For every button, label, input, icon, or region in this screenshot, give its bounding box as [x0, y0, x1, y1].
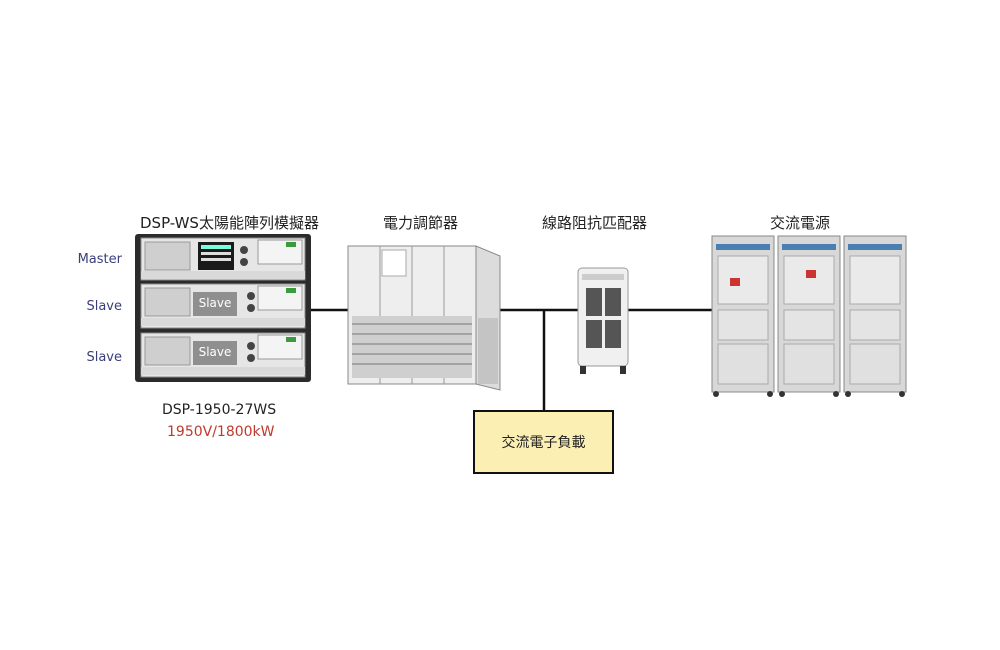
ac-source-cabinet-2 — [777, 235, 841, 397]
impedance-matcher — [577, 267, 629, 374]
ac-source-title: 交流電源 — [770, 214, 831, 232]
impedance-matcher-title: 線路阻抗匹配器 — [542, 214, 648, 232]
ac-electronic-load-box: 交流電子負載 — [473, 410, 614, 474]
simulator-unit-master — [140, 237, 306, 281]
simulator-spec: 1950V/1800kW — [167, 424, 275, 440]
power-conditioner-title: 電力調節器 — [383, 214, 459, 232]
ac-source-cabinets — [711, 235, 907, 397]
simulator-unit-slave-2 — [140, 332, 306, 378]
simulator-model: DSP-1950-27WS — [162, 402, 277, 418]
solar-simulator-title: DSP-WS太陽能陣列模擬器 — [140, 214, 319, 232]
power-conditioner-cabinet — [347, 245, 501, 391]
slave-screen-label-2: Slave — [198, 345, 232, 359]
solar-simulator-rack — [135, 234, 311, 382]
ac-electronic-load-label: 交流電子負載 — [501, 435, 586, 451]
ac-source-cabinet-3 — [843, 235, 907, 397]
role-label-slave-2: Slave — [86, 350, 122, 365]
role-label-slave-1: Slave — [86, 299, 122, 314]
simulator-unit-slave-1 — [140, 283, 306, 329]
role-label-master: Master — [77, 252, 122, 267]
ac-source-cabinet-1 — [711, 235, 775, 397]
slave-screen-label-1: Slave — [198, 296, 232, 310]
connection-lines — [311, 308, 712, 410]
